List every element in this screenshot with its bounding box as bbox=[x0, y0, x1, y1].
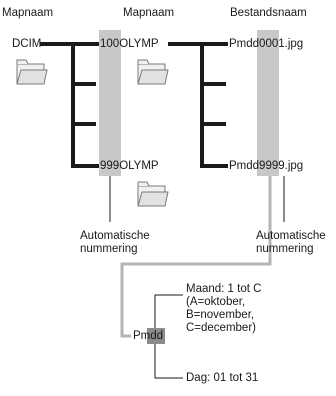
pmdd-day-part: dd bbox=[150, 330, 164, 342]
first-file-extension: .jpg bbox=[284, 38, 304, 50]
auto-numbering-2-line1: Automatische bbox=[256, 230, 326, 242]
first-folder-number: 100 bbox=[100, 38, 120, 50]
pmdd-dd-highlight bbox=[147, 328, 165, 344]
first-file-label: Pmdd0001.jpg bbox=[229, 38, 303, 51]
folder-number-highlight bbox=[99, 30, 121, 176]
file-tree bbox=[168, 42, 228, 168]
month-line-3: B=november, bbox=[186, 309, 255, 321]
auto-numbering-1-line2: nummering bbox=[80, 243, 138, 255]
first-folder-label: 100OLYMP bbox=[100, 38, 159, 51]
pmdd-label: Pmdd bbox=[133, 330, 163, 343]
month-line-2: (A=oktober, bbox=[186, 296, 246, 308]
last-file-prefix: Pmdd bbox=[229, 160, 260, 172]
day-callout-line bbox=[154, 344, 183, 379]
first-folder-suffix: OLYMP bbox=[119, 38, 159, 50]
dcim-folder-label: DCIM bbox=[12, 38, 42, 50]
last-file-number: 9999 bbox=[259, 160, 285, 172]
header-folder-name-left: Mapnaam bbox=[2, 7, 54, 19]
last-file-extension: .jpg bbox=[284, 160, 304, 172]
month-description: Maand: 1 tot C (A=oktober, B=november, C… bbox=[186, 283, 334, 335]
header-file-name: Bestandsnaam bbox=[230, 7, 307, 19]
last-file-label: Pmdd9999.jpg bbox=[229, 160, 303, 173]
folder-icon bbox=[137, 59, 169, 85]
folder-tree bbox=[40, 42, 99, 168]
first-file-number: 0001 bbox=[259, 38, 285, 50]
month-line-4: C=december) bbox=[186, 322, 256, 334]
month-callout-line bbox=[154, 294, 183, 328]
folder-icon bbox=[16, 59, 48, 85]
last-folder-number: 999 bbox=[100, 160, 120, 172]
pmdd-prefix: Pm bbox=[133, 330, 151, 342]
file-number-highlight bbox=[257, 30, 279, 176]
auto-numbering-label-1: Automatische nummering bbox=[80, 230, 160, 256]
pmdd-connector-line bbox=[120, 176, 272, 338]
last-folder-suffix: OLYMP bbox=[119, 160, 159, 172]
month-line-1: Maand: 1 tot C bbox=[186, 283, 262, 295]
folder-icon bbox=[137, 181, 169, 207]
auto-numbering-label-2: Automatische nummering bbox=[256, 230, 336, 256]
day-description: Dag: 01 tot 31 bbox=[186, 372, 259, 384]
auto-numbering-2-line2: nummering bbox=[256, 243, 314, 255]
auto-numbering-1-line1: Automatische bbox=[80, 230, 150, 242]
header-folder-name-mid: Mapnaam bbox=[123, 7, 175, 19]
last-folder-label: 999OLYMP bbox=[100, 160, 159, 173]
first-file-prefix: Pmdd bbox=[229, 38, 260, 50]
